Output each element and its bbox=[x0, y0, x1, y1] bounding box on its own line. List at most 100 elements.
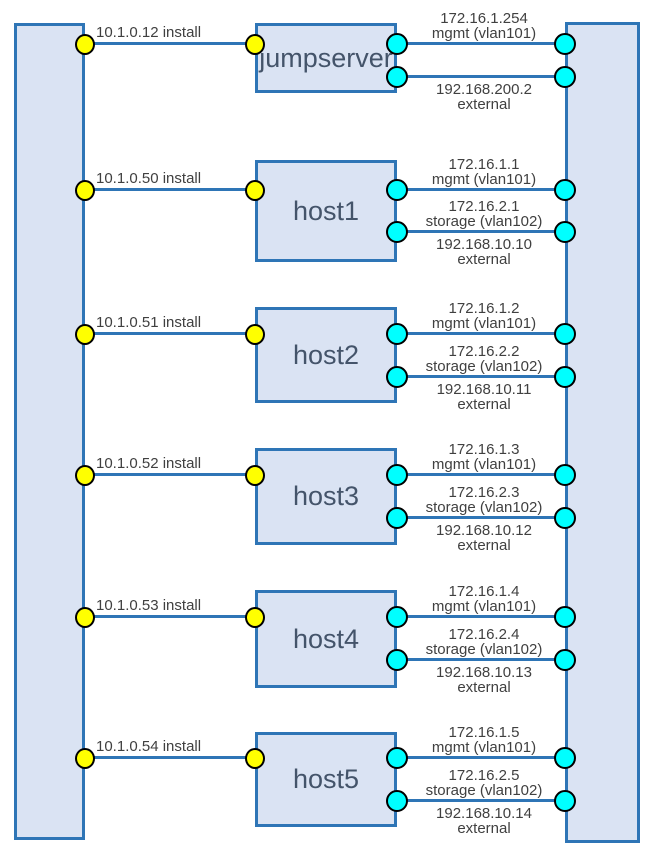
storage-external-port bbox=[386, 507, 408, 529]
external-name: external bbox=[457, 96, 511, 113]
external-ip: 192.168.10.11 bbox=[436, 381, 532, 398]
external-ip: 192.168.10.14 bbox=[436, 805, 532, 822]
host-label: host3 bbox=[292, 481, 360, 511]
install-label: 10.1.0.51 install bbox=[96, 314, 202, 331]
external-name: external bbox=[457, 537, 511, 554]
install-port bbox=[75, 324, 95, 345]
install-port bbox=[245, 34, 265, 55]
install-link bbox=[85, 756, 255, 759]
host-label: host1 bbox=[292, 195, 360, 226]
mgmt-link bbox=[397, 615, 565, 618]
install-label: 10.1.0.54 install bbox=[96, 738, 202, 755]
storage-label: 172.16.2.3 storage (vlan102) bbox=[400, 485, 568, 515]
mgmt-label: 172.16.1.5 mgmt (vlan101) bbox=[400, 725, 568, 755]
mgmt-ip: 172.16.1.254 bbox=[440, 10, 528, 27]
install-link bbox=[85, 615, 255, 618]
storage-ip: 172.16.2.3 bbox=[448, 484, 520, 501]
mgmt-port bbox=[554, 606, 576, 628]
mgmt-ip: 172.16.1.2 bbox=[448, 300, 520, 317]
mgmt-port bbox=[386, 179, 408, 201]
install-port bbox=[75, 465, 95, 486]
external-name: external bbox=[457, 396, 511, 413]
storage-external-port bbox=[386, 221, 408, 243]
external-label: 192.168.10.13 external bbox=[400, 665, 568, 695]
install-link bbox=[85, 473, 255, 476]
mgmt-label: 172.16.1.4 mgmt (vlan101) bbox=[400, 584, 568, 614]
external-name: external bbox=[457, 679, 511, 696]
storage-ip: 172.16.2.4 bbox=[448, 626, 520, 643]
external-label: 192.168.10.12 external bbox=[400, 523, 568, 553]
mgmt-ip: 172.16.1.4 bbox=[448, 583, 520, 600]
install-port bbox=[75, 34, 95, 55]
storage-ip: 172.16.2.5 bbox=[448, 767, 520, 784]
install-port bbox=[245, 748, 265, 769]
install-label: 10.1.0.12 install bbox=[96, 24, 202, 41]
mgmt-port bbox=[386, 33, 408, 55]
storage-external-port bbox=[554, 649, 576, 671]
host-box-jumpserver: jumpserver bbox=[255, 23, 397, 93]
mgmt-link bbox=[397, 42, 565, 45]
external-link bbox=[397, 75, 565, 78]
storage-external-port bbox=[554, 366, 576, 388]
external-port bbox=[386, 66, 408, 88]
storage-ip: 172.16.2.1 bbox=[448, 198, 520, 215]
mgmt-label: 172.16.1.2 mgmt (vlan101) bbox=[400, 301, 568, 331]
storage-external-port bbox=[386, 366, 408, 388]
install-link bbox=[85, 42, 255, 45]
storage-label: 172.16.2.5 storage (vlan102) bbox=[400, 768, 568, 798]
storage-name: storage (vlan102) bbox=[425, 499, 543, 516]
storage-external-port bbox=[554, 221, 576, 243]
install-label: 10.1.0.50 install bbox=[96, 170, 202, 187]
storage-external-port bbox=[554, 507, 576, 529]
install-port bbox=[245, 607, 265, 628]
mgmt-port bbox=[386, 464, 408, 486]
storage-label: 172.16.2.2 storage (vlan102) bbox=[400, 344, 568, 374]
mgmt-port bbox=[386, 747, 408, 769]
mgmt-ip: 172.16.1.3 bbox=[448, 441, 520, 458]
mgmt-name: mgmt (vlan101) bbox=[431, 598, 537, 615]
install-label: 10.1.0.52 install bbox=[96, 455, 202, 472]
install-port bbox=[245, 465, 265, 486]
install-link bbox=[85, 332, 255, 335]
external-name: external bbox=[457, 251, 511, 268]
external-ip: 192.168.10.10 bbox=[436, 236, 532, 253]
mgmt-port bbox=[554, 464, 576, 486]
mgmt-name: mgmt (vlan101) bbox=[431, 456, 537, 473]
storage-external-port bbox=[554, 790, 576, 812]
host-box-host4: host4 bbox=[255, 590, 397, 688]
mgmt-port bbox=[554, 179, 576, 201]
install-label: 10.1.0.53 install bbox=[96, 597, 202, 614]
mgmt-link bbox=[397, 473, 565, 476]
mgmt-port bbox=[554, 33, 576, 55]
host-label: jumpserver bbox=[259, 42, 393, 73]
install-port bbox=[75, 748, 95, 769]
host-box-host1: host1 bbox=[255, 160, 397, 262]
right-network-bar bbox=[565, 22, 640, 843]
mgmt-label: 172.16.1.254 mgmt (vlan101) bbox=[400, 11, 568, 41]
mgmt-link bbox=[397, 332, 565, 335]
storage-ip: 172.16.2.2 bbox=[448, 343, 520, 360]
install-port bbox=[245, 180, 265, 201]
storage-name: storage (vlan102) bbox=[425, 641, 543, 658]
mgmt-port bbox=[554, 323, 576, 345]
storage-external-link bbox=[397, 230, 565, 233]
storage-external-port bbox=[386, 790, 408, 812]
external-label: 192.168.200.2 external bbox=[400, 82, 568, 112]
mgmt-link bbox=[397, 188, 565, 191]
host-box-host3: host3 bbox=[255, 448, 397, 545]
external-ip: 192.168.10.13 bbox=[436, 664, 532, 681]
mgmt-name: mgmt (vlan101) bbox=[431, 25, 537, 42]
mgmt-name: mgmt (vlan101) bbox=[431, 171, 537, 188]
mgmt-label: 172.16.1.1 mgmt (vlan101) bbox=[400, 157, 568, 187]
external-label: 192.168.10.11 external bbox=[400, 382, 568, 412]
mgmt-name: mgmt (vlan101) bbox=[431, 739, 537, 756]
storage-external-link bbox=[397, 375, 565, 378]
install-port bbox=[75, 607, 95, 628]
external-ip: 192.168.200.2 bbox=[436, 81, 532, 98]
storage-external-link bbox=[397, 516, 565, 519]
storage-name: storage (vlan102) bbox=[425, 358, 543, 375]
host-label: host5 bbox=[292, 764, 360, 794]
external-name: external bbox=[457, 820, 511, 837]
external-label: 192.168.10.10 external bbox=[400, 237, 568, 267]
